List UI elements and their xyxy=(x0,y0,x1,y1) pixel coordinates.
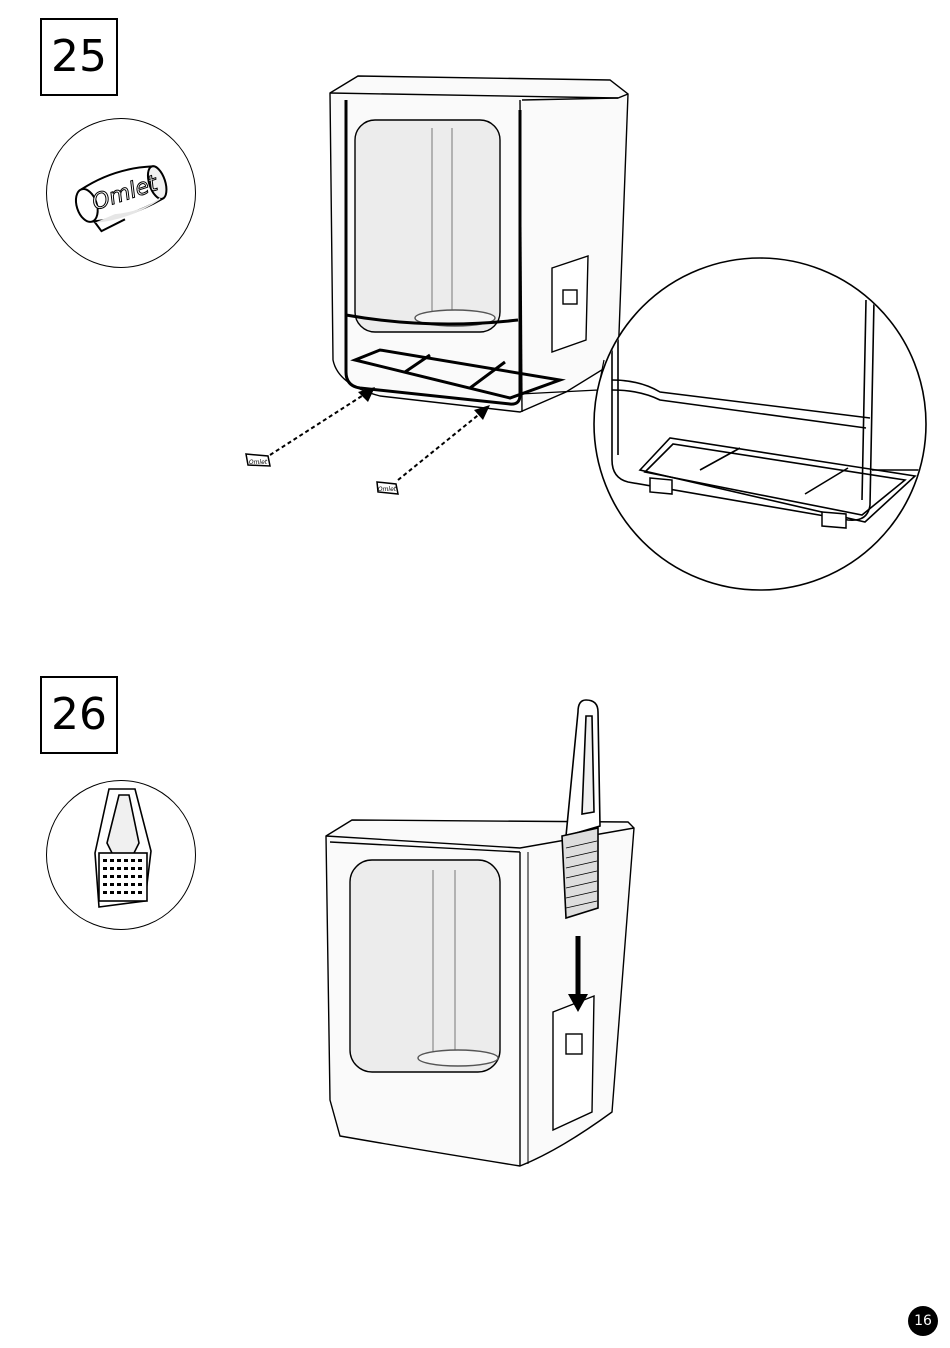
page-number: 16 xyxy=(908,1306,938,1336)
step-26-illustration xyxy=(0,680,950,1200)
clip-logo-text: Omlet xyxy=(249,459,268,466)
clip-logo-text: Omlet xyxy=(378,486,397,493)
dashed-arrows xyxy=(270,394,482,480)
scoop-in-box xyxy=(562,700,600,918)
litter-box-step25 xyxy=(330,76,628,412)
clip-right: Omlet xyxy=(377,482,398,494)
zoom-detail-circle xyxy=(594,258,926,590)
step-25-illustration: Omlet Omlet xyxy=(0,0,950,640)
page-number-text: 16 xyxy=(914,1313,932,1329)
clip-left: Omlet xyxy=(246,454,270,466)
